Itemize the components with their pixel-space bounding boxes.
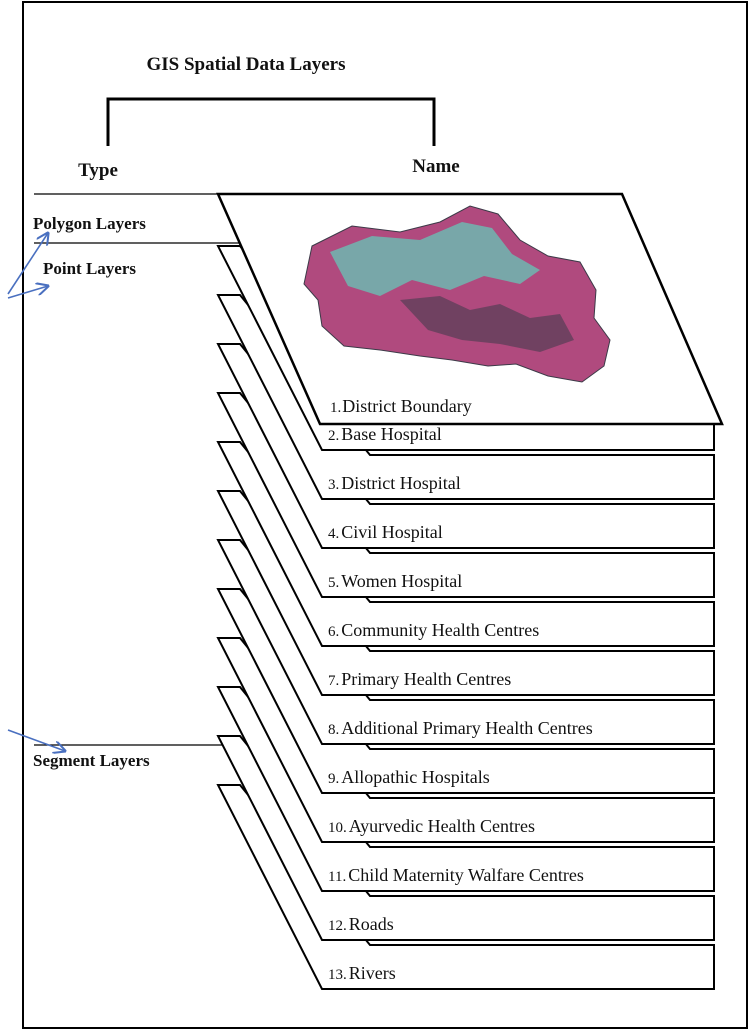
arrow-to-point-layers (7, 286, 48, 299)
layer-label: 2.Base Hospital (328, 424, 442, 444)
diagram-title: GIS Spatial Data Layers (147, 54, 346, 75)
header-name: Name (412, 156, 459, 177)
arrow-to-polygon-layers (7, 233, 48, 295)
type-label-polygon: Polygon Layers (33, 214, 146, 233)
layer-label: 9.Allopathic Hospitals (328, 767, 490, 787)
layer-label: 10.Ayurvedic Health Centres (328, 816, 535, 836)
layer-label: 3.District Hospital (328, 473, 461, 493)
layer-label: 7.Primary Health Centres (328, 669, 511, 689)
layer-label: 5.Women Hospital (328, 571, 462, 591)
layer-label: 8.Additional Primary Health Centres (328, 718, 593, 738)
layer-label: 12.Roads (328, 914, 394, 934)
header-bracket (106, 97, 436, 146)
outer-frame (22, 1, 748, 1029)
layer-label: 13.Rivers (328, 963, 396, 983)
layer-stack: 13.Rivers 12.Roads 11.Child Maternity Walf… (216, 192, 724, 990)
district-map-shadow (400, 296, 574, 352)
layer-label: 6.Community Health Centres (328, 620, 539, 640)
type-label-point: Point Layers (43, 259, 136, 278)
arrow-to-segment-layers (7, 729, 65, 751)
layer-label-district-boundary: 1.District Boundary (330, 396, 472, 416)
layer-label: 11.Child Maternity Walfare Centres (328, 865, 584, 885)
district-map-highland (330, 222, 540, 296)
header-type: Type (78, 160, 118, 181)
type-label-segment: Segment Layers (33, 751, 150, 770)
layer-label: 4.Civil Hospital (328, 522, 443, 542)
